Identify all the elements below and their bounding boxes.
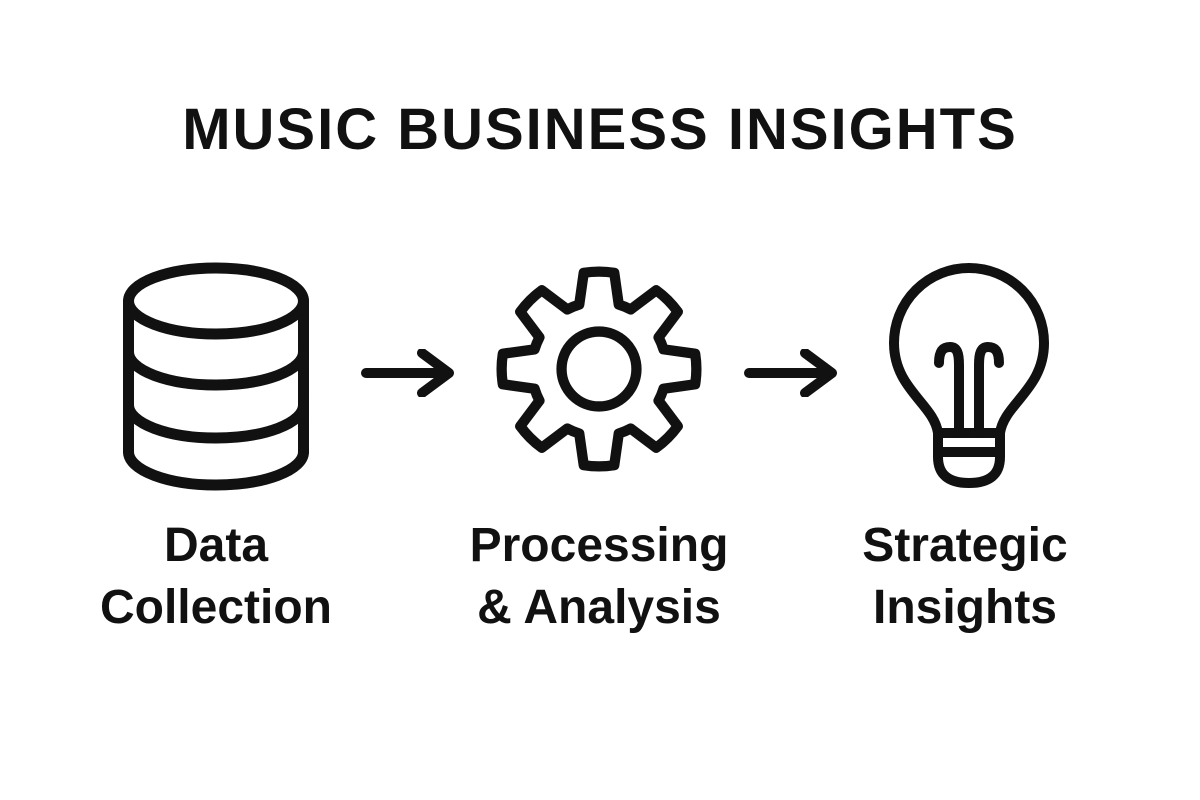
page-title: MUSIC BUSINESS INSIGHTS bbox=[182, 97, 1018, 162]
right-arrow-icon bbox=[744, 349, 837, 397]
label-line: Collection bbox=[99, 581, 332, 634]
label-line: Strategic bbox=[862, 519, 1068, 572]
step-label-data-collection: Data Collection bbox=[16, 515, 416, 639]
lightbulb-icon bbox=[889, 263, 1049, 488]
label-line: Processing bbox=[469, 519, 729, 572]
label-line: Insights bbox=[872, 581, 1057, 634]
step-label-processing-analysis: Processing & Analysis bbox=[399, 515, 799, 639]
gear-icon bbox=[496, 266, 702, 472]
label-line: Data bbox=[163, 519, 269, 572]
label-line: & Analysis bbox=[477, 581, 721, 634]
step-label-strategic-insights: Strategic Insights bbox=[765, 515, 1165, 639]
database-icon bbox=[123, 262, 309, 491]
right-arrow-icon bbox=[361, 349, 454, 397]
